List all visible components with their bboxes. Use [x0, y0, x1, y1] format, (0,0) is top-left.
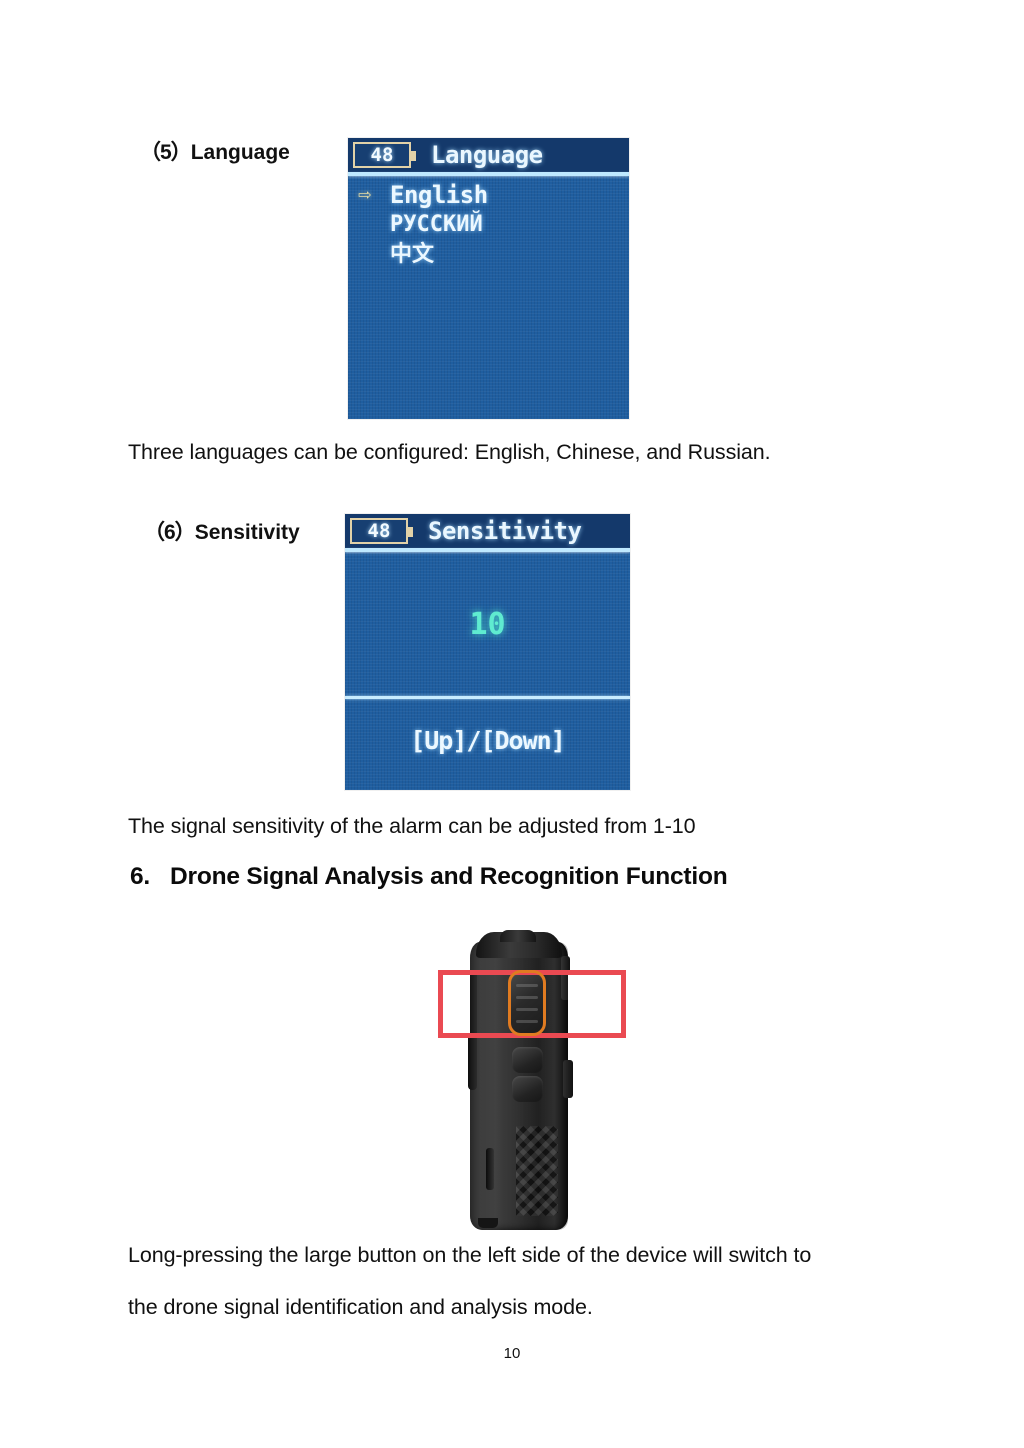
menu-item-label: 中文	[390, 242, 435, 267]
device-grip-texture	[516, 1126, 558, 1216]
page-heading: 6. Drone Signal Analysis and Recognition …	[130, 863, 728, 891]
lcd-title-label: Sensitivity	[428, 517, 582, 545]
lcd-screenshot-language: 48 Language ⇨ English ⇨ РУССКИЙ ⇨ 中文	[348, 138, 629, 419]
device-side-tab	[563, 1060, 573, 1098]
callout-mask-left	[443, 975, 470, 1033]
section-title-6: Sensitivity	[194, 521, 300, 544]
menu-item-english[interactable]: ⇨ English	[348, 180, 629, 210]
menu-item-label: English	[390, 181, 488, 209]
device-small-button-upper	[512, 1047, 543, 1073]
device-antenna-nub	[500, 930, 536, 942]
caption-language: Three languages can be configured: Engli…	[128, 440, 771, 464]
menu-item-chinese[interactable]: ⇨ 中文	[348, 240, 629, 270]
orange-button-highlight-box	[508, 970, 546, 1036]
lcd-screenshot-sensitivity: 48 Sensitivity 10 [Up]/[Down]	[345, 514, 630, 790]
device-left-rail	[468, 970, 477, 1090]
sensitivity-value: 10	[469, 607, 506, 642]
lcd-title-bar-sensitivity: 48 Sensitivity	[345, 514, 630, 548]
lcd-language-menu: ⇨ English ⇨ РУССКИЙ ⇨ 中文	[348, 180, 629, 270]
callout-mask-right	[568, 975, 621, 1033]
caption-sensitivity: The signal sensitivity of the alarm can …	[128, 814, 696, 838]
device-port-cover	[486, 1148, 494, 1190]
heading-number: 6.	[130, 863, 151, 890]
battery-icon: 48	[350, 518, 413, 544]
lcd-divider	[345, 696, 630, 699]
battery-level-label: 48	[370, 143, 394, 166]
section-title-5: Language	[190, 141, 290, 164]
section-number-5: （5）	[140, 141, 192, 164]
section-label-sensitivity: （6）Sensitivity	[144, 516, 300, 546]
selection-arrow-icon: ⇨	[358, 182, 372, 207]
sensitivity-value-area: 10	[345, 554, 630, 696]
heading-text: Drone Signal Analysis and Recognition Fu…	[170, 863, 728, 890]
menu-item-russian[interactable]: ⇨ РУССКИЙ	[348, 210, 629, 240]
lcd-title-label: Language	[431, 141, 543, 169]
section-number-6: （6）	[144, 521, 196, 544]
sensitivity-hint-label: [Up]/[Down]	[410, 726, 566, 755]
device-upper-side-tab	[561, 956, 570, 1000]
selection-arrow-placeholder-icon: ⇨	[358, 214, 390, 236]
battery-level-label: 48	[367, 519, 391, 542]
device-small-button-lower	[512, 1076, 543, 1102]
device-bottom-foot	[478, 1218, 498, 1228]
lcd-title-underline	[348, 172, 629, 176]
closing-text-line-1: Long-pressing the large button on the le…	[128, 1243, 812, 1267]
lcd-title-underline	[345, 548, 630, 552]
page-number: 10	[503, 1345, 521, 1362]
device-photo-figure	[430, 930, 640, 1235]
battery-icon: 48	[353, 142, 416, 168]
closing-text-line-2: the drone signal identification and anal…	[128, 1295, 593, 1319]
lcd-title-bar-language: 48 Language	[348, 138, 629, 172]
section-label-language: （5）Language	[140, 136, 290, 166]
selection-arrow-placeholder-icon: ⇨	[358, 244, 390, 266]
menu-item-label: РУССКИЙ	[390, 212, 483, 237]
